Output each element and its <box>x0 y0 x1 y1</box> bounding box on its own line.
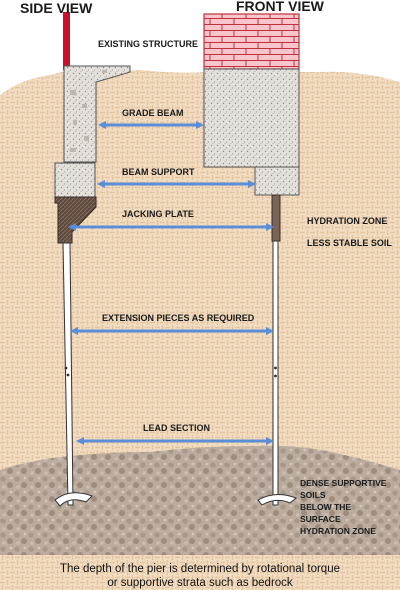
front-view-title: FRONT VIEW <box>236 0 325 14</box>
front-brick-wall <box>203 13 300 70</box>
svg-text:SOILS: SOILS <box>300 490 326 500</box>
lead-section-label: LEAD SECTION <box>143 423 210 433</box>
front-beam-support <box>254 166 300 196</box>
side-view-slab <box>63 65 131 163</box>
front-pier-shaft <box>272 240 279 506</box>
grade-beam-label: GRADE BEAM <box>122 108 184 118</box>
front-helix <box>257 494 297 506</box>
svg-text:SURFACE: SURFACE <box>300 514 341 524</box>
existing-structure-label: EXISTING STRUCTURE <box>98 39 198 49</box>
dense-soil-layer <box>0 445 400 555</box>
side-helix <box>54 492 93 507</box>
svg-text:DENSE SUPPORTIVE: DENSE SUPPORTIVE <box>300 478 387 488</box>
side-beam-support <box>54 162 96 198</box>
caption-line-1: The depth of the pier is determined by r… <box>59 563 340 575</box>
side-view-title: SIDE VIEW <box>20 0 93 16</box>
svg-text:BELOW THE: BELOW THE <box>300 502 351 512</box>
side-jacking-plate <box>54 196 97 244</box>
hydration-zone-label: HYDRATION ZONE <box>307 216 387 226</box>
jacking-plate-label: JACKING PLATE <box>122 209 194 219</box>
beam-support-label: BEAM SUPPORT <box>122 167 195 177</box>
front-grade-beam <box>203 68 300 168</box>
dense-soils-label: DENSE SUPPORTIVE SOILS BELOW THE SURFACE… <box>300 478 387 536</box>
caption: The depth of the pier is determined by r… <box>0 562 400 590</box>
side-view-post <box>63 12 70 70</box>
extension-pieces-label: EXTENSION PIECES AS REQUIRED <box>102 313 255 323</box>
less-stable-soil-label: LESS STABLE SOIL <box>307 238 392 248</box>
side-footing-aggregate <box>70 70 107 152</box>
front-jacking-plate <box>271 194 281 242</box>
caption-line-2: or supportive strata such as bedrock <box>107 577 293 589</box>
svg-text:HYDRATION ZONE: HYDRATION ZONE <box>300 526 376 536</box>
